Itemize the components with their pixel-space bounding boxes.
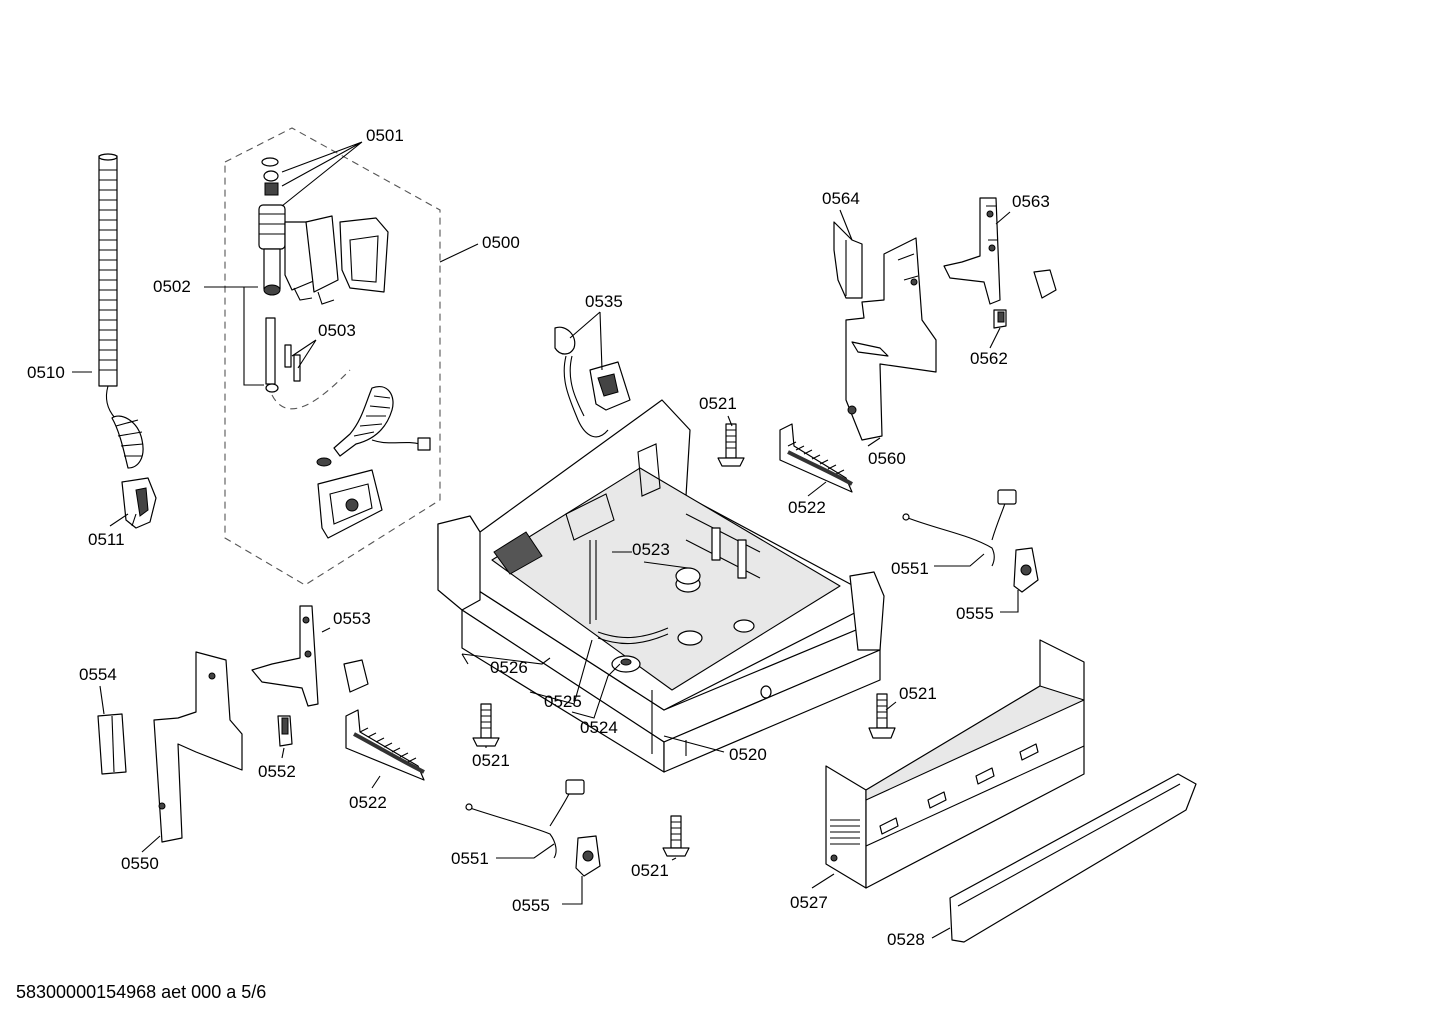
callout-0521-c: 0521 [899,684,937,703]
callout-0510: 0510 [27,363,65,382]
callout-0524: 0524 [580,718,618,737]
part-0521-foot-b [472,703,500,747]
part-0502-valve [258,204,389,305]
callout-0560: 0560 [868,449,906,468]
callout-0528: 0528 [887,930,925,949]
part-0555-plug-b [575,835,601,877]
part-0551-cable-b [465,779,585,859]
part-0521-foot-c [868,693,896,739]
callout-0527: 0527 [790,893,828,912]
callout-0503: 0503 [318,321,356,340]
part-0522-spring-b [345,709,425,781]
part-0500-hose-elbow [316,386,431,467]
callout-0521-b: 0521 [472,751,510,770]
callout-0522-b: 0522 [349,793,387,812]
part-0550-bracket [153,651,243,843]
callout-0501: 0501 [366,126,404,145]
callout-0521-d: 0521 [631,861,669,880]
part-0521-foot-d [662,815,690,857]
part-0551-cable-a [902,489,1017,567]
part-0553-bracket [251,605,369,707]
callout-0555-b: 0555 [512,896,550,915]
callout-0555-a: 0555 [956,604,994,623]
part-0552-clip [277,715,293,747]
document-reference: 58300000154968 aet 000 a 5/6 [16,982,266,1002]
callout-0550: 0550 [121,854,159,873]
part-0527-kick-plate [825,639,1085,889]
leader-lines [72,141,1019,939]
part-0535-sensor [554,326,631,438]
part-0522-spring-a [779,423,853,493]
callout-0521-a: 0521 [699,394,737,413]
callout-0562: 0562 [970,349,1008,368]
callout-0500: 0500 [482,233,520,252]
part-0511-clip [121,477,157,529]
callout-0522-a: 0522 [788,498,826,517]
callout-0535: 0535 [585,292,623,311]
part-0554-cover [97,713,127,775]
callout-0511: 0511 [88,530,125,549]
part-0510-hose [98,153,144,469]
callout-0520: 0520 [729,745,767,764]
callout-0502: 0502 [153,277,191,296]
part-0560-bracket [845,237,937,441]
callout-0553: 0553 [333,609,371,628]
part-0500-bracket [317,469,383,539]
callout-0552: 0552 [258,762,296,781]
callout-0551-b: 0551 [451,849,489,868]
part-0562-clip [993,309,1007,329]
part-0555-plug-a [1013,547,1039,593]
part-0520-base-tray [437,399,885,773]
part-0501-seals [261,157,279,196]
callout-0551-a: 0551 [891,559,929,578]
callout-0526: 0526 [490,658,528,677]
callout-0525: 0525 [544,692,582,711]
part-0563-bracket [943,197,1057,305]
callout-0564: 0564 [822,189,860,208]
part-0521-foot-a [717,423,745,467]
part-0528-strip [949,773,1197,943]
callout-0563: 0563 [1012,192,1050,211]
assembly-group-outline [224,127,441,586]
part-0503-pins [265,317,301,393]
callout-0554: 0554 [79,665,117,684]
part-0564-cover [833,221,863,299]
callout-0523: 0523 [632,540,670,559]
